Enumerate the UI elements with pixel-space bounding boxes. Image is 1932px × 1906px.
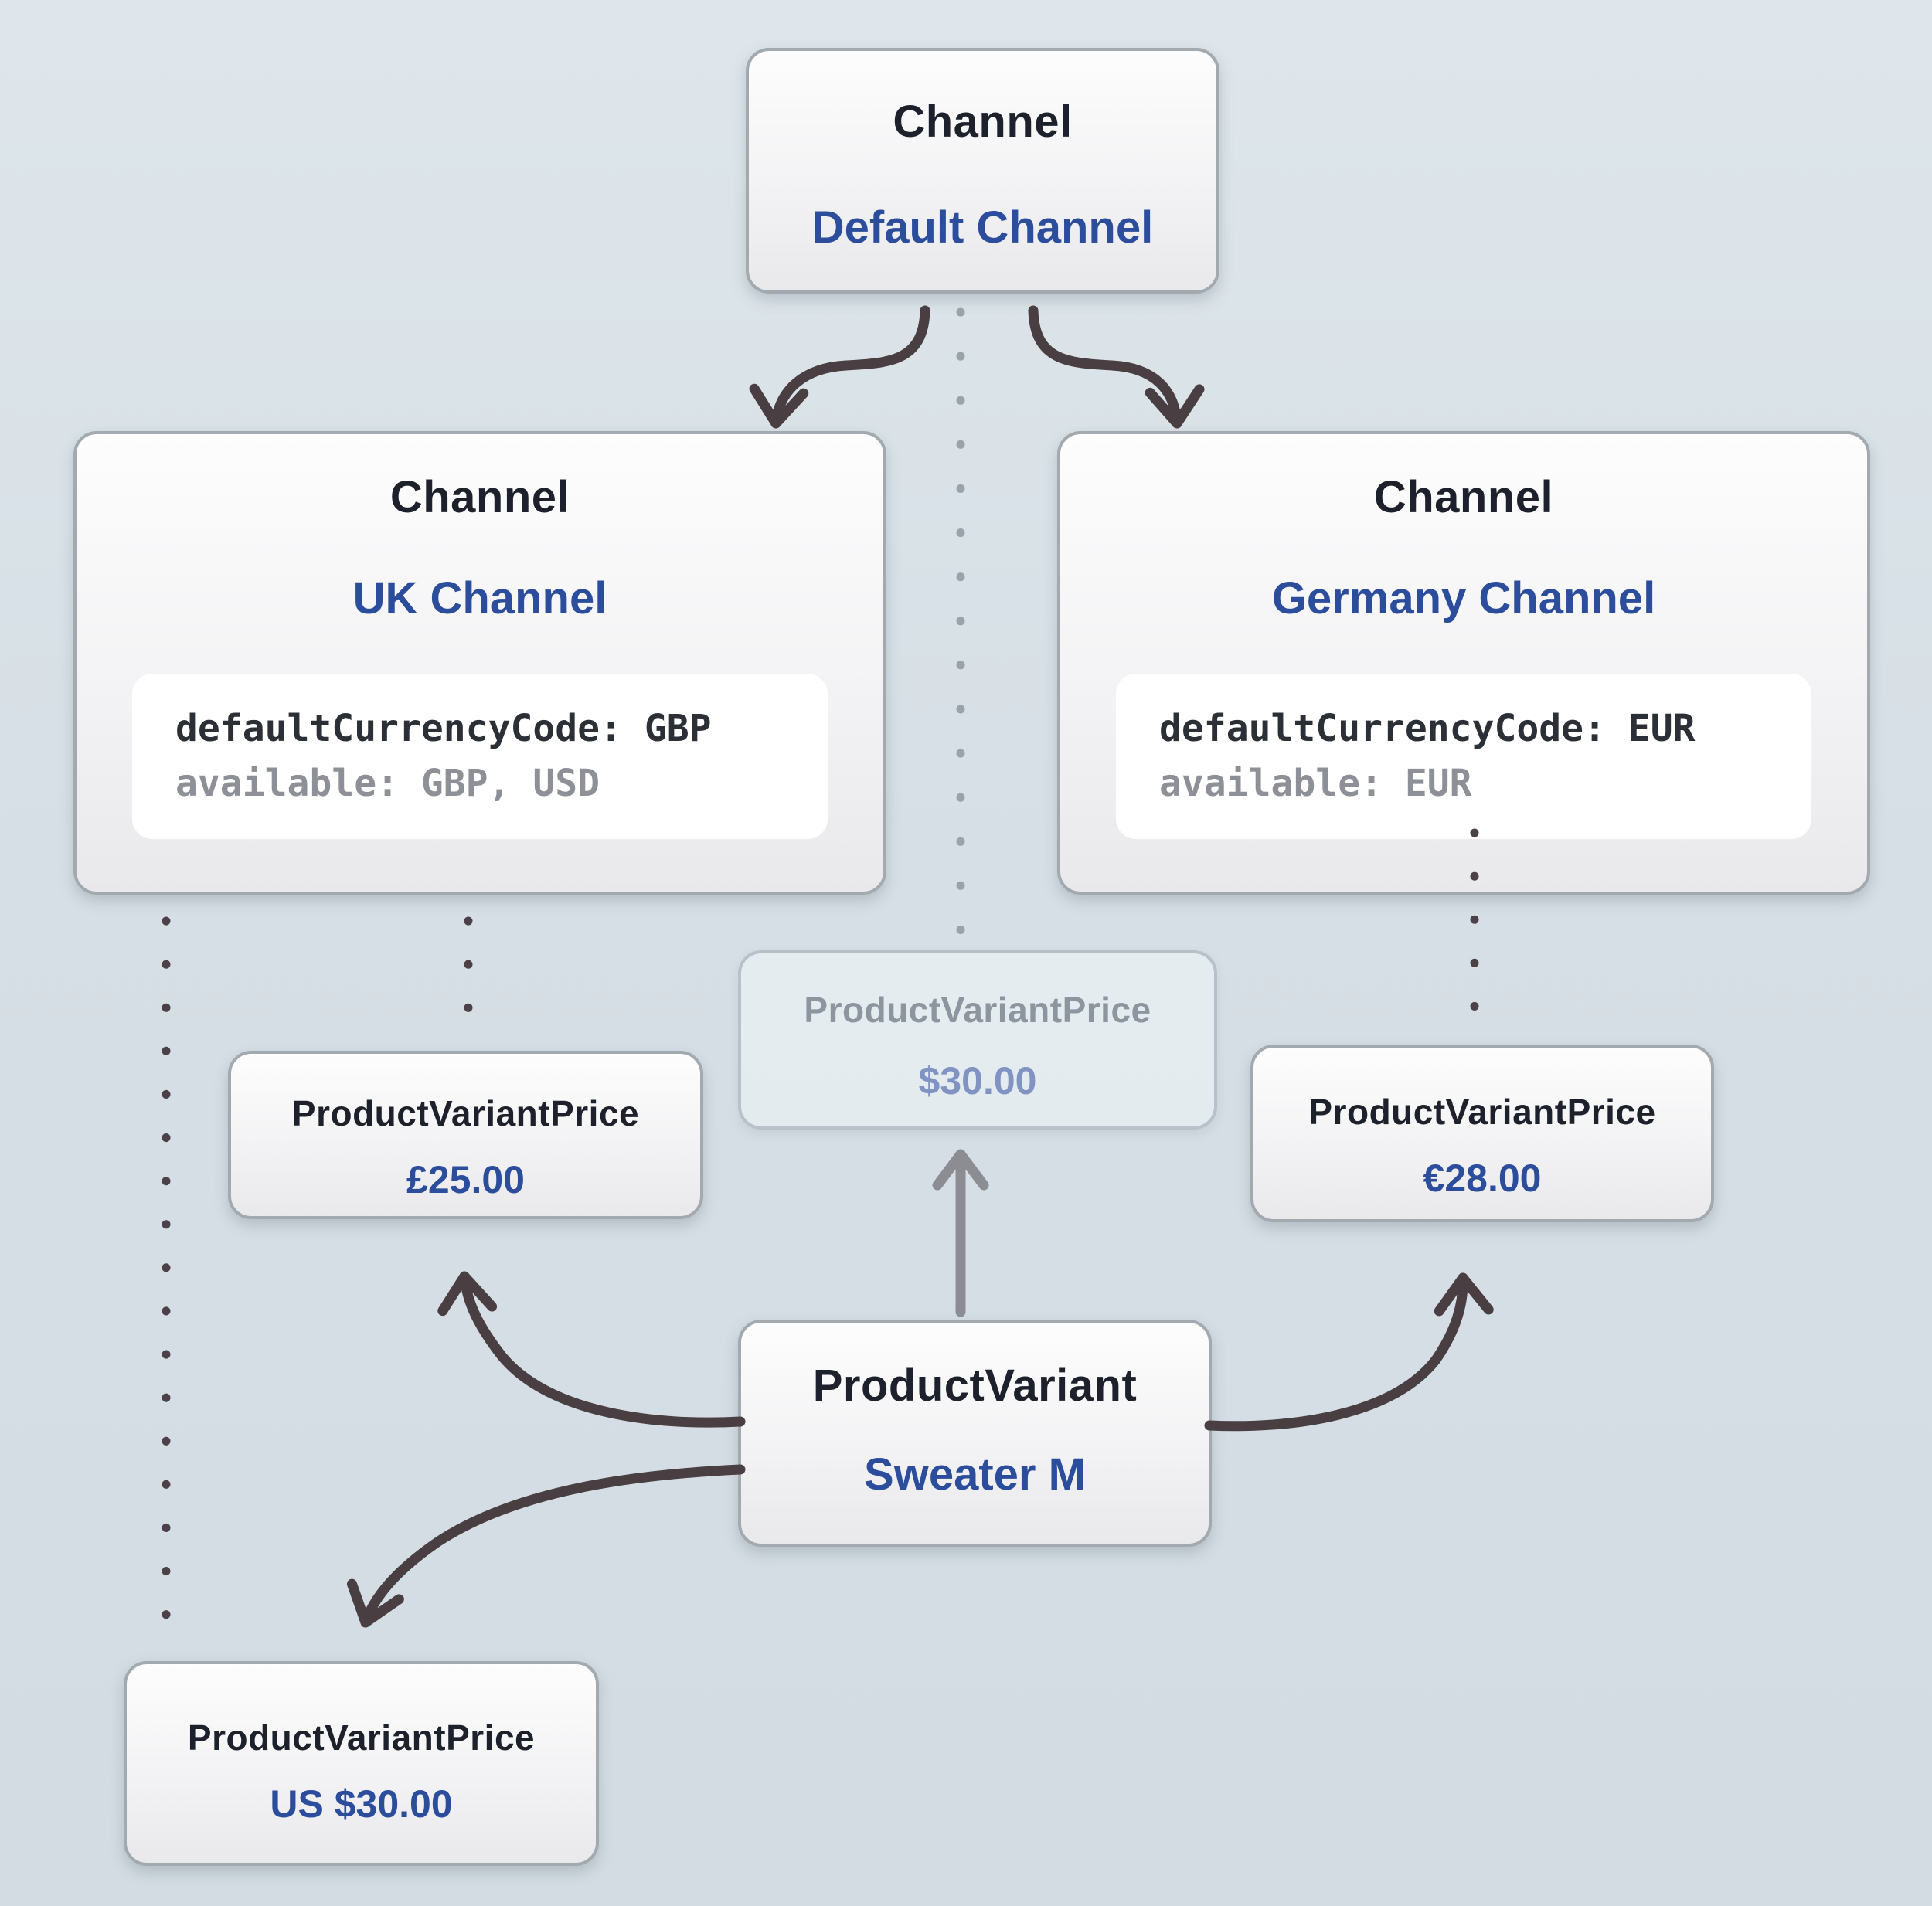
uk-channel-type-label: Channel bbox=[389, 472, 570, 522]
node-germany-product-variant-price: ProductVariantPrice €28.00 bbox=[1250, 1045, 1714, 1222]
arrow-default-channel-to-germany-channel bbox=[1028, 305, 1205, 429]
node-us-product-variant-price: ProductVariantPrice US $30.00 bbox=[124, 1661, 599, 1866]
default-channel-name-label: Default Channel bbox=[811, 202, 1154, 253]
node-default-channel: Channel Default Channel bbox=[746, 48, 1219, 294]
node-uk-channel: Channel UK Channel defaultCurrencyCode: … bbox=[73, 431, 886, 895]
germany-channel-name-label: Germany Channel bbox=[1271, 573, 1656, 623]
uk-channel-code-block: defaultCurrencyCode: GBP available: GBP,… bbox=[132, 674, 828, 840]
us-price-value: US $30.00 bbox=[270, 1782, 453, 1826]
uk-price-value: £25.00 bbox=[406, 1158, 525, 1201]
default-price-value: $30.00 bbox=[918, 1059, 1037, 1102]
uk-channel-available-line: available: GBP, USD bbox=[175, 762, 600, 806]
germany-channel-type-label: Channel bbox=[1373, 472, 1554, 522]
arrow-default-channel-to-uk-channel bbox=[749, 305, 930, 429]
product-variant-name-label: Sweater M bbox=[864, 1449, 1086, 1500]
germany-channel-available-line: available: EUR bbox=[1159, 762, 1472, 806]
arrow-product-variant-to-germany-price bbox=[1204, 1272, 1494, 1432]
node-product-variant: ProductVariant Sweater M bbox=[738, 1320, 1212, 1547]
node-uk-product-variant-price: ProductVariantPrice £25.00 bbox=[228, 1051, 703, 1219]
germany-channel-code-block: defaultCurrencyCode: EUR available: EUR bbox=[1116, 674, 1811, 840]
node-default-product-variant-price: ProductVariantPrice $30.00 bbox=[738, 950, 1217, 1130]
uk-price-type-label: ProductVariantPrice bbox=[291, 1093, 640, 1133]
germany-channel-default-currency-line: defaultCurrencyCode: EUR bbox=[1159, 707, 1696, 750]
product-variant-type-label: ProductVariant bbox=[812, 1361, 1138, 1411]
uk-channel-name-label: UK Channel bbox=[352, 573, 607, 623]
us-price-type-label: ProductVariantPrice bbox=[187, 1717, 536, 1758]
node-germany-channel: Channel Germany Channel defaultCurrencyC… bbox=[1057, 431, 1870, 895]
arrow-product-variant-to-us-price bbox=[347, 1464, 746, 1628]
arrow-product-variant-to-uk-price bbox=[437, 1271, 746, 1428]
default-channel-type-label: Channel bbox=[893, 97, 1073, 147]
default-price-type-label: ProductVariantPrice bbox=[804, 990, 1151, 1030]
germany-price-value: €28.00 bbox=[1423, 1157, 1542, 1200]
uk-channel-default-currency-line: defaultCurrencyCode: GBP bbox=[175, 707, 712, 750]
germany-price-type-label: ProductVariantPrice bbox=[1308, 1092, 1656, 1132]
